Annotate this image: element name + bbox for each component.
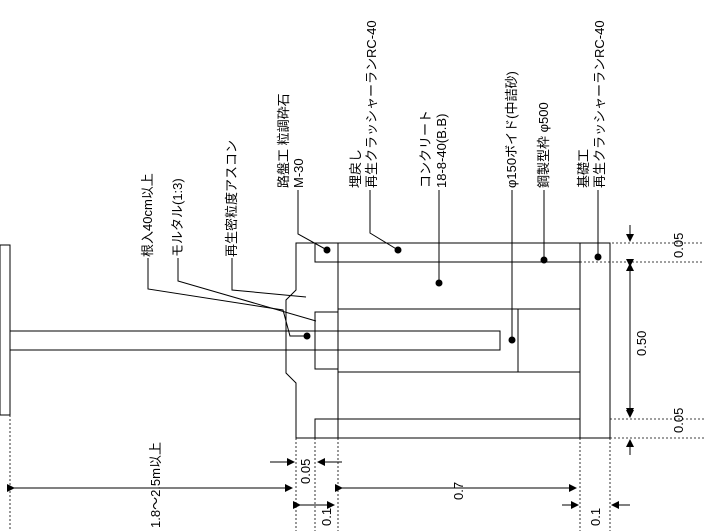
concrete-upper <box>337 261 581 310</box>
mortar-bottom <box>314 349 339 370</box>
leader-lines <box>147 190 599 340</box>
label-root-depth: 根入40cm以上 <box>140 173 155 257</box>
label-roadbed-1: 路盤工 粒調砕石 <box>276 93 291 188</box>
dim-005-right-bottom: 0.05 <box>671 408 686 433</box>
material-labels: 根入40cm以上 モルタル(1:3) 再生密粒度アスコン 路盤工 粒調砕石 M-… <box>140 20 607 257</box>
leader-dots <box>303 246 602 344</box>
label-concrete-2: 18-8-40(B.B) <box>434 114 449 188</box>
pole-embedded <box>314 330 501 351</box>
label-mortar: モルタル(1:3) <box>170 178 185 257</box>
dimension-labels: 1.8～2.5m以上 0.05 0.1 0.7 0.1 0.05 0.50 0.… <box>148 233 686 528</box>
bottom-dimension-arrows <box>7 458 630 509</box>
label-base-1: 基礎工 <box>576 149 591 188</box>
dim-pole-depth: 1.8～2.5m以上 <box>148 442 163 528</box>
mortar-top <box>314 311 339 332</box>
base-layer <box>579 242 611 439</box>
concrete-lower <box>337 371 581 420</box>
excavation-outline <box>285 242 581 439</box>
pole-head <box>0 244 11 416</box>
dim-01-bottom: 0.1 <box>588 508 603 526</box>
pole-shaft <box>9 330 501 351</box>
label-asphalt: 再生密粒度アスコン <box>224 140 239 257</box>
dim-005-top: 0.05 <box>298 459 313 484</box>
label-backfill-1: 埋戻し <box>348 149 363 188</box>
roadbed-top <box>314 242 339 263</box>
label-void: φ150ボイド(中詰砂) <box>504 71 519 188</box>
dim-07: 0.7 <box>451 482 466 500</box>
dim-01-top: 0.1 <box>319 508 334 526</box>
void-sand <box>337 308 519 373</box>
label-steel-form: 鋼製型枠 φ500 <box>536 102 551 188</box>
label-roadbed-2: M-30 <box>291 158 306 188</box>
dim-050: 0.50 <box>634 331 649 356</box>
label-base-2: 再生クラッシャーランRC-40 <box>592 20 607 188</box>
label-backfill-2: 再生クラッシャーランRC-40 <box>364 20 379 188</box>
label-concrete-1: コンクリート <box>418 110 433 188</box>
dim-005-right-top: 0.05 <box>671 233 686 258</box>
roadbed-bottom <box>314 418 339 439</box>
extension-lines <box>9 242 704 531</box>
